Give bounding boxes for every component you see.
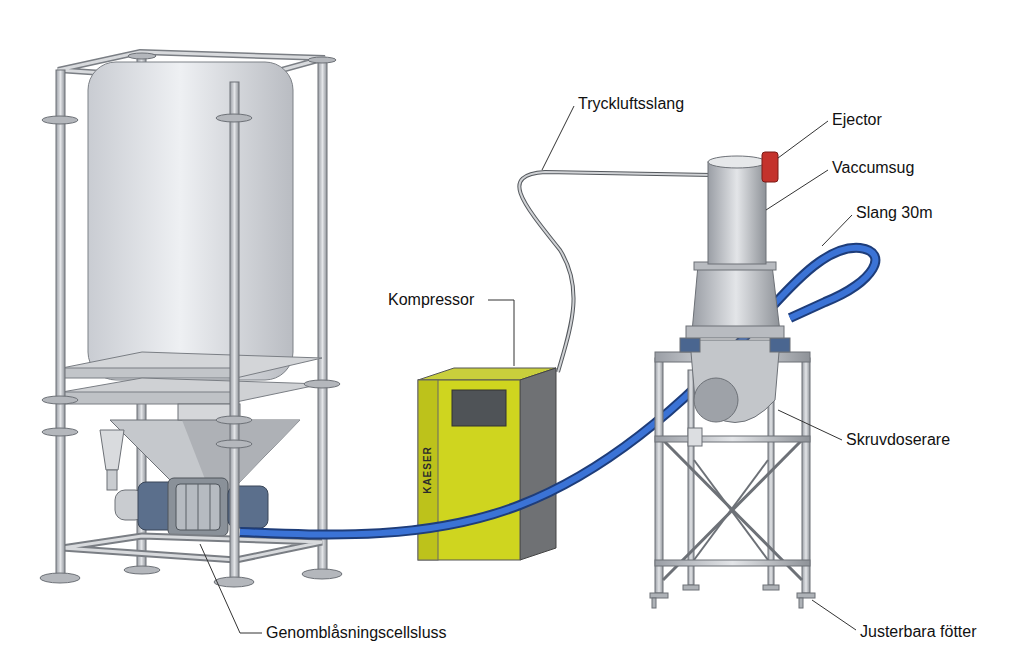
callout-label: Kompressor [388, 290, 474, 310]
callout-label: Justerbara fötter [860, 622, 977, 642]
callout-label: Tryckluftsslang [578, 94, 684, 114]
callout-label: Skruvdoserare [846, 430, 950, 450]
brand-label: KAESER [422, 446, 434, 494]
bag-frame [40, 52, 342, 587]
conveying-hose-highlight [240, 248, 875, 535]
air-hose-highlight [519, 172, 712, 372]
receiver-stand [650, 156, 815, 608]
conveying-hose [240, 248, 875, 535]
callout-label: Slang 30m [856, 203, 933, 223]
leader-lines [200, 106, 856, 633]
ejector [762, 152, 778, 182]
callout-label: Ejector [832, 110, 882, 130]
callout-label: Genomblåsningscellsluss [266, 623, 447, 643]
callout-label: Vaccumsug [832, 158, 914, 178]
air-hose [519, 172, 712, 372]
